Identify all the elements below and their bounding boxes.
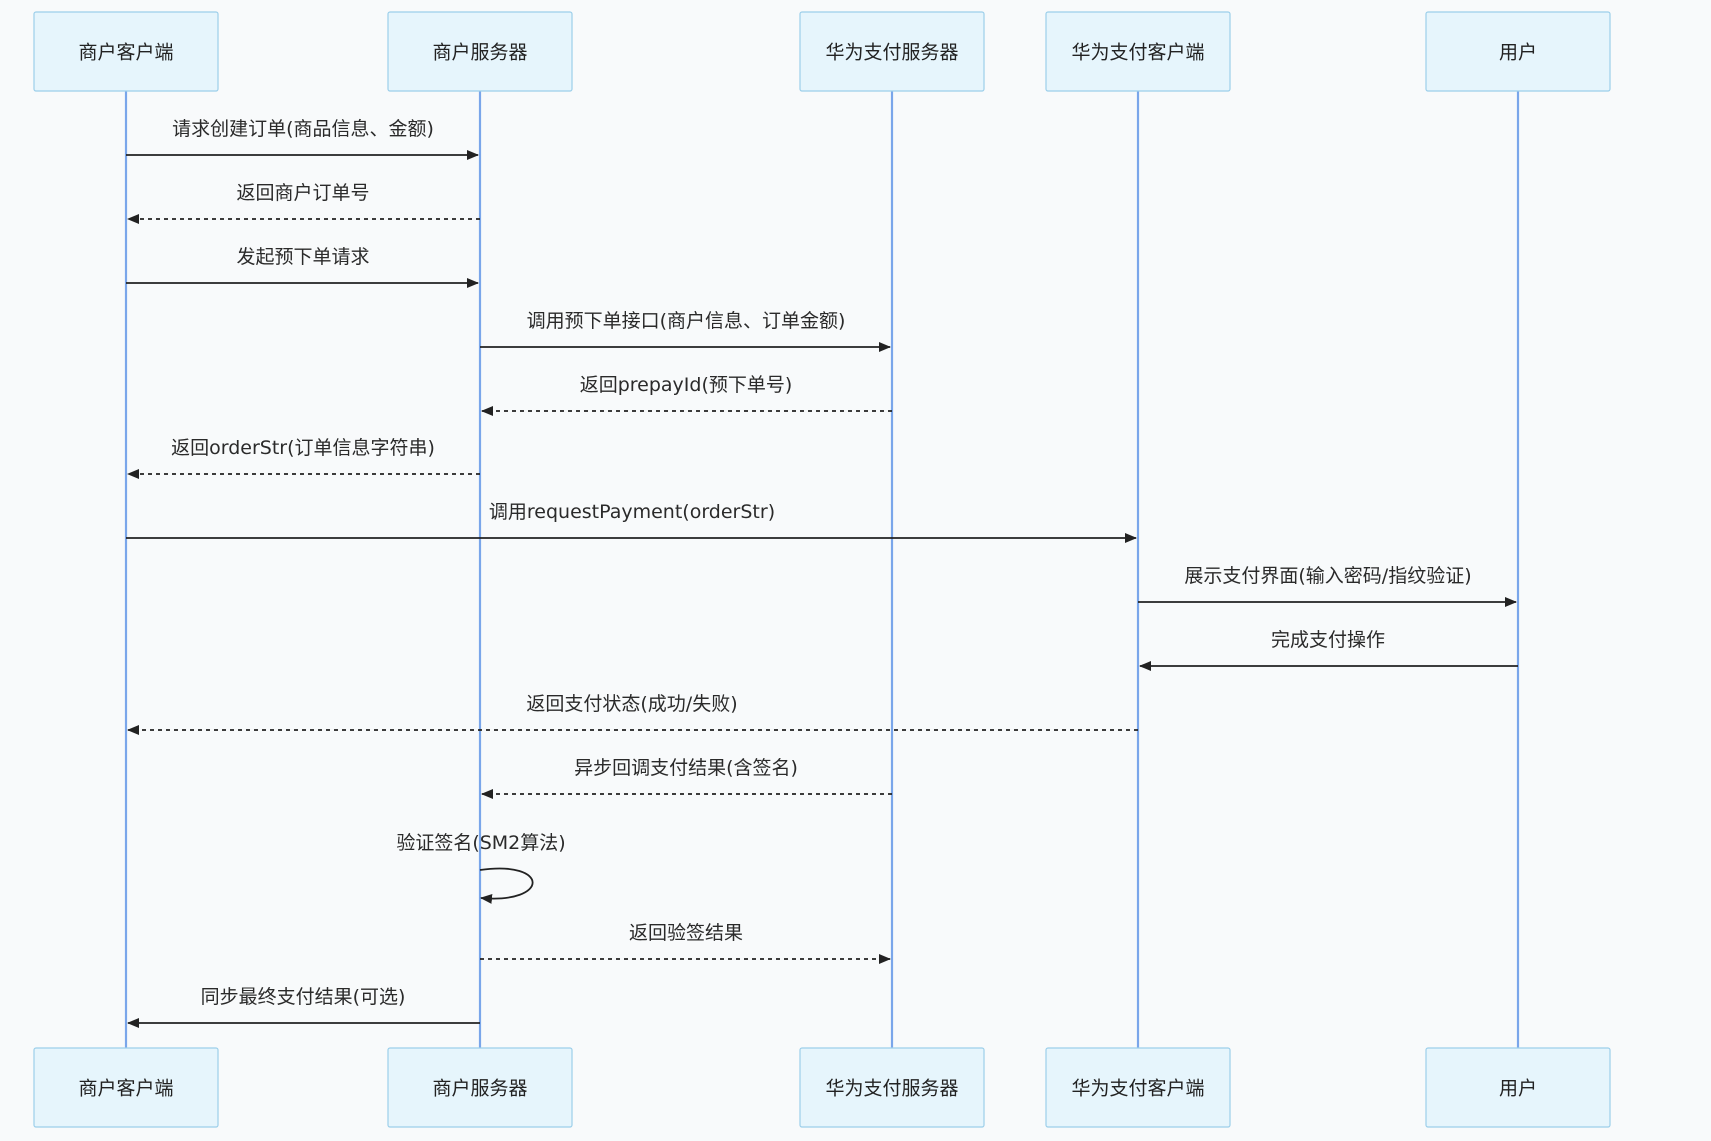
message-label: 返回支付状态(成功/失败) [526,693,737,715]
participant-label: 华为支付客户端 [1071,42,1204,64]
participants: 商户客户端商户客户端商户服务器商户服务器华为支付服务器华为支付服务器华为支付客户… [33,11,1611,1128]
message-label: 调用预下单接口(商户信息、订单金额) [527,310,846,332]
message-label: 返回验签结果 [629,922,743,944]
message-label: 发起预下单请求 [236,246,369,268]
participant-box [1425,1047,1611,1128]
message-10: 返回支付状态(成功/失败) [127,693,1138,735]
participant-box [33,1047,219,1128]
message-6: 返回orderStr(订单信息字符串) [127,437,480,479]
message-3: 发起预下单请求 [126,246,479,288]
participant-user-bottom: 用户 [1425,1047,1611,1128]
message-label: 调用requestPayment(orderStr) [489,501,775,523]
message-label: 返回prepayId(预下单号) [580,374,793,396]
participant-label: 华为支付服务器 [825,42,958,64]
participant-box [1425,11,1611,92]
message-label: 返回商户订单号 [236,182,369,204]
participant-box [387,11,573,92]
participant-box [33,11,219,92]
message-11: 异步回调支付结果(含签名) [481,757,892,799]
message-12: 验证签名(SM2算法) [396,832,566,904]
message-label: 同步最终支付结果(可选) [201,986,406,1008]
participant-label: 商户服务器 [432,42,527,64]
message-8: 展示支付界面(输入密码/指纹验证) [1138,565,1517,607]
message-13: 返回验签结果 [480,922,891,964]
participant-box [1045,1047,1231,1128]
participant-user-top: 用户 [1425,11,1611,92]
message-1: 请求创建订单(商品信息、金额) [126,118,479,160]
participant-huawei_pay_server-bottom: 华为支付服务器 [799,1047,985,1128]
message-4: 调用预下单接口(商户信息、订单金额) [480,310,891,352]
message-label: 展示支付界面(输入密码/指纹验证) [1184,565,1471,587]
message-label: 请求创建订单(商品信息、金额) [172,118,434,140]
participant-label: 商户客户端 [78,1078,173,1100]
participant-label: 商户客户端 [78,42,173,64]
participant-box [799,1047,985,1128]
participant-merchant_server-top: 商户服务器 [387,11,573,92]
participant-label: 用户 [1499,1078,1537,1100]
message-9: 完成支付操作 [1139,629,1518,671]
message-5: 返回prepayId(预下单号) [481,374,892,416]
participant-label: 用户 [1499,42,1537,64]
message-2: 返回商户订单号 [127,182,480,224]
participant-label: 商户服务器 [432,1078,527,1100]
participant-label: 华为支付服务器 [825,1078,958,1100]
participant-box [799,11,985,92]
message-label: 完成支付操作 [1271,629,1385,651]
participant-label: 华为支付客户端 [1071,1078,1204,1100]
participant-merchant_server-bottom: 商户服务器 [387,1047,573,1128]
participant-huawei_pay_server-top: 华为支付服务器 [799,11,985,92]
message-label: 验证签名(SM2算法) [396,832,565,854]
participant-box [1045,11,1231,92]
participant-merchant_client-bottom: 商户客户端 [33,1047,219,1128]
message-14: 同步最终支付结果(可选) [127,986,480,1028]
self-message-arrow [479,867,534,904]
participant-huawei_pay_client-top: 华为支付客户端 [1045,11,1231,92]
participant-box [387,1047,573,1128]
messages: 请求创建订单(商品信息、金额) 返回商户订单号发起预下单请求调用预下单接口(商户信… [126,118,1518,1028]
participant-merchant_client-top: 商户客户端 [33,11,219,92]
message-label: 返回orderStr(订单信息字符串) [171,437,435,459]
message-label: 异步回调支付结果(含签名) [574,757,798,779]
lifelines [124,91,1520,1048]
message-7: 调用requestPayment(orderStr) [126,501,1137,543]
participant-huawei_pay_client-bottom: 华为支付客户端 [1045,1047,1231,1128]
